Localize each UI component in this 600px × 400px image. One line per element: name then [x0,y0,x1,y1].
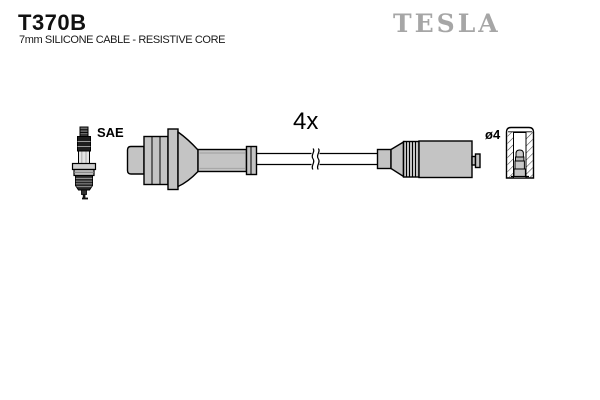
coil-connector-drawing [376,140,481,179]
terminal-pin-icon [511,149,529,178]
diameter-label: ø4 [485,127,501,142]
subtitle: 7mm SILICONE CABLE - RESISTIVE CORE [19,34,226,46]
break-symbol-icon [311,148,315,170]
quantity-label: 4x [293,108,318,135]
cable-line-drawing [256,148,378,170]
part-number: T370B [18,10,87,35]
sae-label: SAE [97,125,124,140]
terminal-cross-section-drawing [505,126,535,179]
spark-plug-icon [71,126,97,200]
brand-logo: TESLA [393,9,501,38]
break-symbol-icon [316,148,320,170]
spark-plug-boot-drawing [126,128,258,191]
